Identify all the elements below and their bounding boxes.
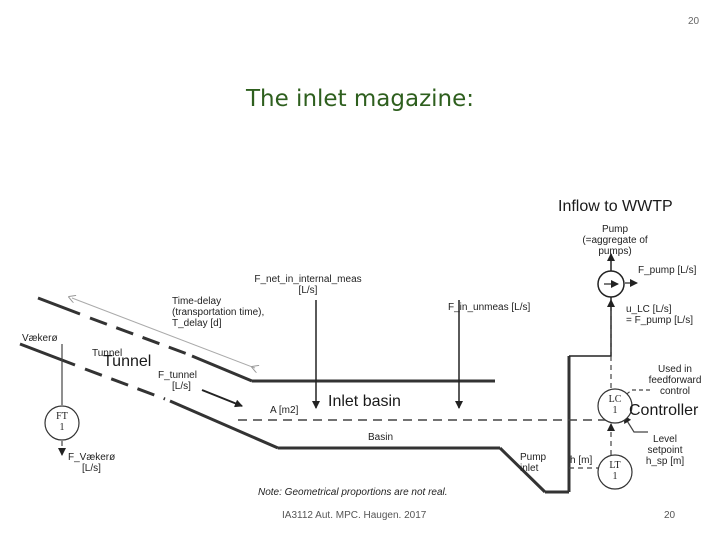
f-net-in-label: F_net_in_internal_meas [L/s] — [254, 274, 362, 296]
f-pump-label: F_pump [L/s] — [638, 265, 697, 276]
h-label: h [m] — [570, 455, 593, 466]
ft-instrument — [44, 405, 80, 441]
f-vaekeroe-label: F_Vækerø [L/s] — [68, 452, 116, 474]
f-in-unmeas-label: F_in_unmeas [L/s] — [448, 302, 531, 313]
tunnel-lower-wall — [19, 342, 571, 494]
area-label: A [m2] — [270, 405, 299, 416]
lc-instrument — [597, 388, 633, 424]
inflow-to-wwtp-label: Inflow to WWTP — [558, 198, 673, 215]
feedforward-note: Used in feedforward control — [648, 364, 702, 397]
footer-course: IA3112 Aut. MPC. Haugen. 2017 — [282, 510, 427, 521]
outlet-pipe — [569, 296, 612, 357]
time-delay-label: Time-delay (transportation time), T_dela… — [172, 296, 265, 329]
vaekeroe-label: Vækerø — [22, 333, 58, 344]
controller-label: Controller — [629, 402, 699, 419]
page-number: 20 — [688, 16, 700, 27]
u-lc-label: u_LC [L/s] = F_pump [L/s] — [626, 304, 693, 326]
f-tunnel-arrow — [201, 389, 243, 408]
inlet-basin-label: Inlet basin — [328, 393, 401, 410]
pump-inlet-label: Pump inlet — [520, 452, 547, 474]
basin-label: Basin — [368, 432, 394, 443]
tunnel-small-label: Tunnel — [92, 348, 123, 359]
pump-label: Pump (=aggregate of pumps) — [582, 224, 648, 257]
slide-title: The inlet magazine: — [245, 86, 475, 112]
level-setpoint-label: Level setpoint h_sp [m] — [645, 434, 685, 467]
time-delay-arrow — [72, 298, 255, 368]
tunnel-big-label: Tunnel — [103, 353, 152, 370]
ft-tag: FT 1 — [56, 411, 68, 433]
geometry-note: Note: Geometrical proportions are not re… — [258, 487, 448, 498]
lc-tag: LC 1 — [608, 394, 622, 416]
signal-setpoint — [623, 415, 648, 433]
footer-page-number: 20 — [664, 510, 676, 521]
f-tunnel-label: F_tunnel [L/s] — [158, 370, 197, 392]
lt-tag: LT 1 — [609, 460, 621, 482]
lt-instrument — [597, 454, 633, 490]
